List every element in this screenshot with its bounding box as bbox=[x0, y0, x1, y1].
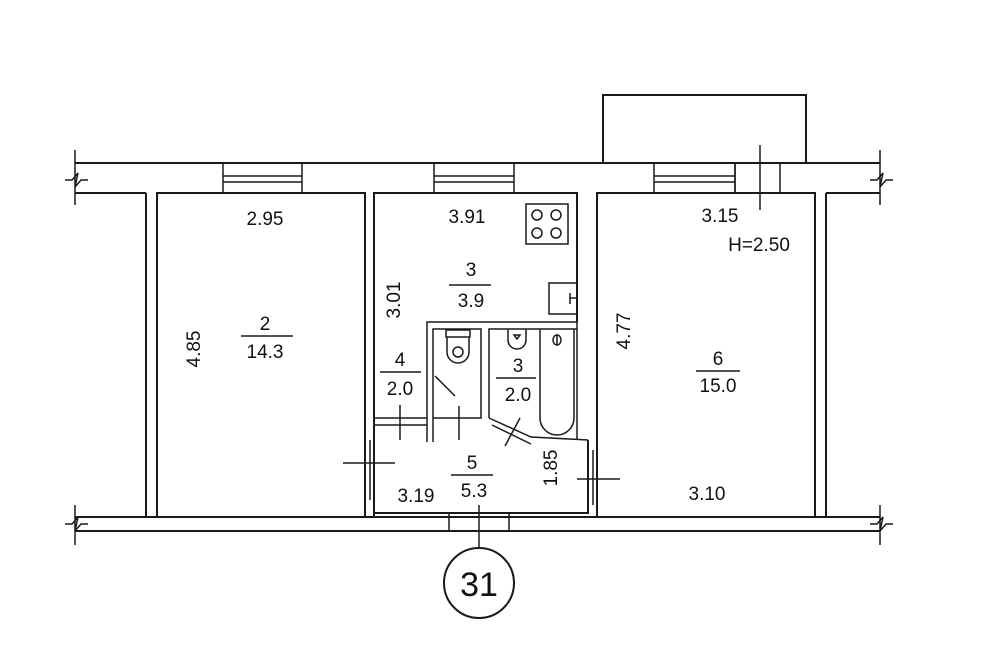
bathtub-icon bbox=[539, 329, 575, 436]
room-2-length: 4.85 bbox=[184, 331, 205, 368]
sink-icon bbox=[548, 282, 578, 315]
bathroom-number: 3 bbox=[513, 356, 524, 377]
toilet-number: 4 bbox=[395, 350, 406, 371]
axis-marker-label: 31 bbox=[460, 566, 498, 604]
room-2-area: 14.3 bbox=[247, 342, 284, 363]
room-6-length: 4.77 bbox=[614, 313, 635, 350]
stove-burners bbox=[531, 209, 562, 239]
bathroom-area: 2.0 bbox=[505, 385, 531, 406]
hall-width: 3.19 bbox=[398, 486, 435, 507]
room-6-width: 3.15 bbox=[702, 206, 739, 227]
kitchen-width: 3.91 bbox=[449, 207, 486, 228]
room-6 bbox=[596, 192, 816, 518]
windows bbox=[222, 145, 781, 210]
room-6-number: 6 bbox=[713, 349, 724, 370]
ceiling-height: H=2.50 bbox=[728, 235, 790, 256]
hall-length: 1.85 bbox=[541, 450, 562, 487]
toilet-icon bbox=[445, 329, 471, 338]
balcony bbox=[602, 94, 807, 164]
stove-icon bbox=[525, 203, 569, 245]
room-2-width: 2.95 bbox=[247, 209, 284, 230]
kitchen-number: 3 bbox=[466, 260, 477, 281]
toilet-area: 2.0 bbox=[387, 379, 413, 400]
axis-marker-circle bbox=[443, 547, 515, 619]
room-2-number: 2 bbox=[260, 314, 271, 335]
room-6-width-bottom: 3.10 bbox=[689, 484, 726, 505]
sanitary-block bbox=[374, 321, 589, 447]
kitchen-area: 3.9 bbox=[458, 291, 484, 312]
hall-area: 5.3 bbox=[461, 481, 487, 502]
room-2 bbox=[156, 192, 366, 518]
room-6-area: 15.0 bbox=[700, 376, 737, 397]
kitchen bbox=[373, 192, 578, 517]
kitchen-length: 3.01 bbox=[384, 282, 405, 319]
washbasin-icon bbox=[507, 329, 527, 350]
hall-number: 5 bbox=[467, 453, 478, 474]
